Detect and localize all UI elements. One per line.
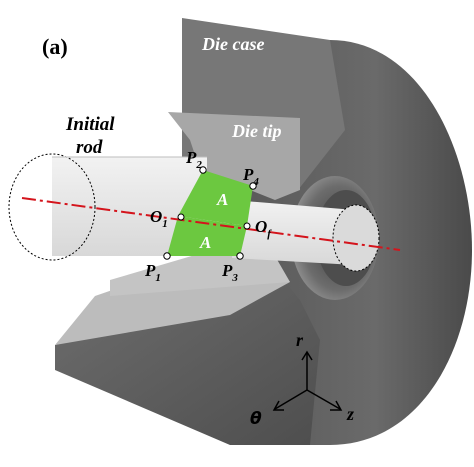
- initial-rod-label-line2: rod: [76, 137, 103, 158]
- point-of-marker: [243, 222, 251, 230]
- panel-label: (a): [42, 34, 68, 59]
- axis-centerline: [21, 197, 401, 251]
- point-p3-marker: [236, 252, 244, 260]
- point-p4-label: P4: [242, 165, 259, 188]
- coordinate-axes: [272, 350, 343, 411]
- axis-r-label: r: [296, 330, 304, 350]
- point-o1-marker: [177, 213, 185, 221]
- die-case-label: Die case: [201, 34, 264, 54]
- initial-rod-label-line1: Initial: [65, 114, 115, 135]
- extruded-rod: [232, 200, 355, 265]
- die-tip-label: Die tip: [231, 121, 282, 141]
- die-case-lower-face: [55, 270, 320, 445]
- point-o1-label: O1: [150, 207, 168, 230]
- extruded-rod-end: [332, 204, 380, 272]
- die-tip-lower-face: [110, 255, 290, 296]
- point-of-label: Of: [255, 217, 272, 240]
- axis-theta-label: θ: [250, 409, 262, 429]
- region-a-lower-label: A: [199, 233, 211, 252]
- axis-z-label: z: [346, 404, 354, 424]
- point-p3-label: P3: [221, 261, 238, 284]
- region-a-upper-label: A: [216, 190, 228, 209]
- initial-rod-end: [8, 153, 96, 261]
- point-p2-label: P2: [185, 148, 202, 171]
- point-p1-marker: [163, 252, 171, 260]
- point-p2-marker: [199, 166, 207, 174]
- point-p1-label: P1: [144, 261, 161, 284]
- deformation-zone-upper: [178, 170, 253, 226]
- die-tip-upper-face: [168, 112, 300, 200]
- point-p4-marker: [249, 182, 257, 190]
